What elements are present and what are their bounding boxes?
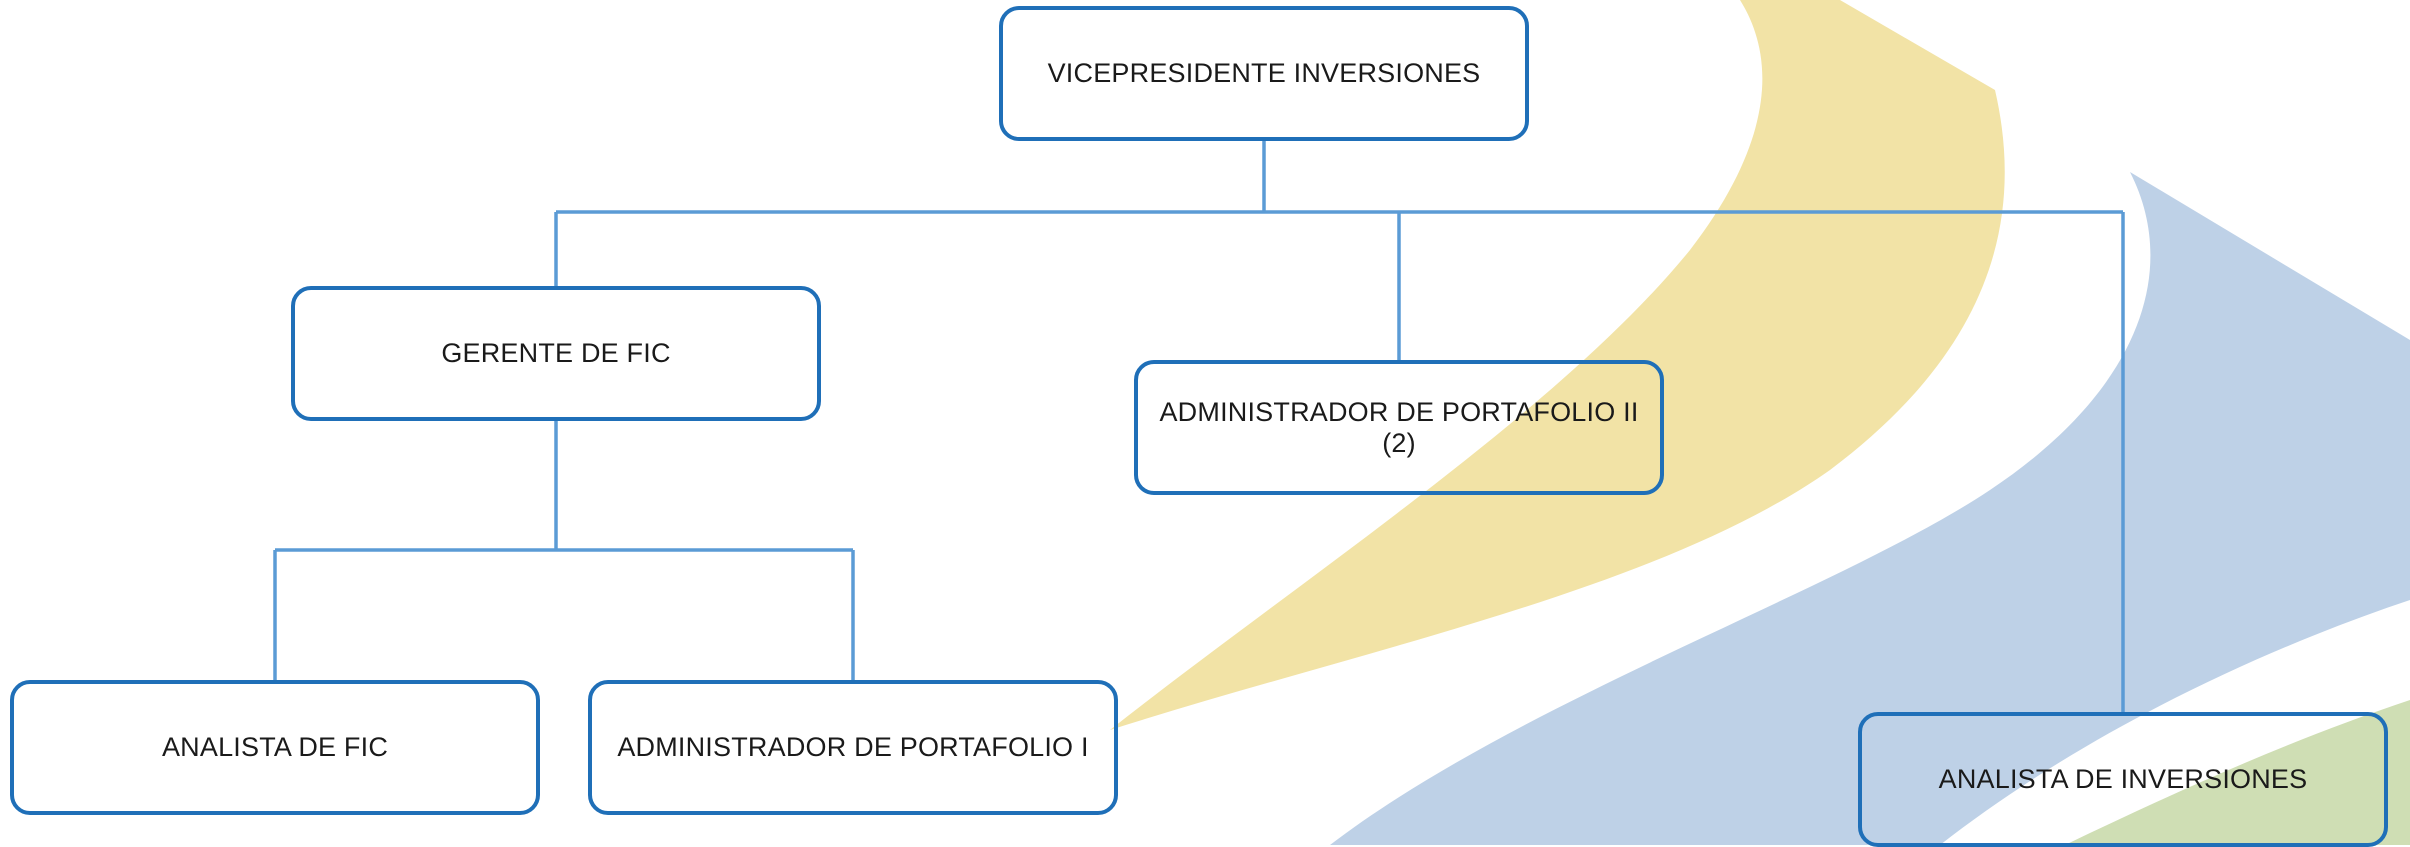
org-node-gerente-fic: GERENTE DE FIC [291, 286, 821, 421]
org-node-label: ANALISTA DE FIC [161, 732, 389, 763]
green-swoosh-shape [2065, 700, 2410, 845]
org-node-label: GERENTE DE FIC [441, 338, 671, 369]
org-node-analista-fic: ANALISTA DE FIC [10, 680, 540, 815]
org-node-label: ANALISTA DE INVERSIONES [1938, 764, 2308, 795]
yellow-swoosh-shape [1110, 0, 2005, 730]
org-node-label: ADMINISTRADOR DE PORTAFOLIO I [617, 732, 1089, 763]
org-node-administrador-portafolio-ii: ADMINISTRADOR DE PORTAFOLIO II (2) [1134, 360, 1664, 495]
org-node-label: ADMINISTRADOR DE PORTAFOLIO II (2) [1159, 397, 1639, 458]
org-node-vicepresidente-inversiones: VICEPRESIDENTE INVERSIONES [999, 6, 1529, 141]
blue-swoosh-shape [1330, 172, 2410, 845]
org-node-administrador-portafolio-i: ADMINISTRADOR DE PORTAFOLIO I [588, 680, 1118, 815]
org-node-analista-inversiones: ANALISTA DE INVERSIONES [1858, 712, 2388, 847]
org-node-label: VICEPRESIDENTE INVERSIONES [1047, 58, 1481, 89]
